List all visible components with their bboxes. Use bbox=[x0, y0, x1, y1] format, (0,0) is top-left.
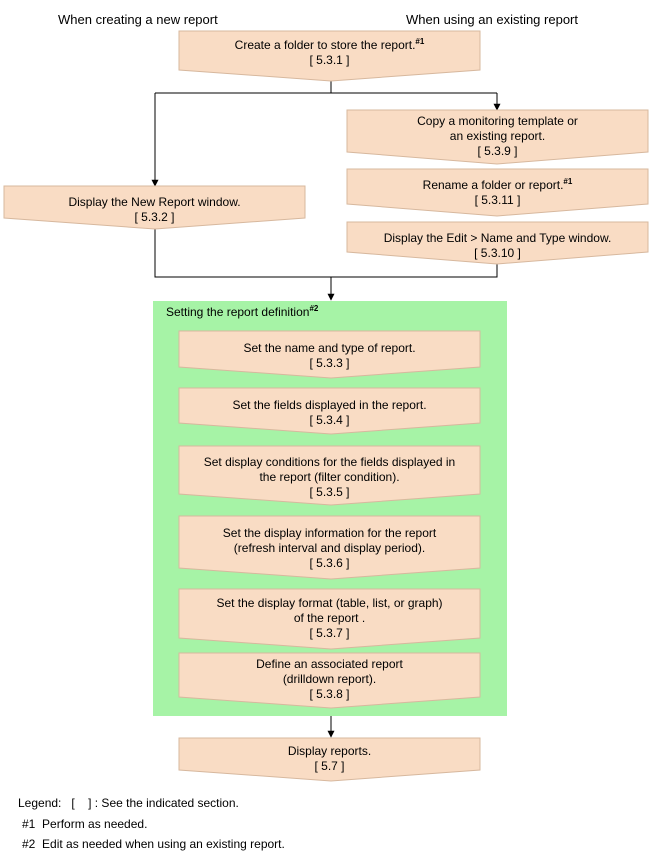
shape-set-name bbox=[178, 330, 481, 379]
group-title: Setting the report definition#2 bbox=[166, 304, 319, 320]
shape-copy-template bbox=[346, 109, 649, 165]
step-set-fields: Set the fields displayed in the report. … bbox=[232, 398, 427, 427]
step-copy-template: Copy a monitoring template or an existin… bbox=[417, 114, 578, 158]
step-display-reports: Display reports. [ 5.7 ] bbox=[287, 744, 372, 773]
header-new-report: When creating a new report bbox=[58, 12, 218, 27]
shape-create-folder bbox=[178, 30, 481, 82]
shape-set-info bbox=[178, 515, 481, 580]
step-set-conditions: Set display conditions for the fields di… bbox=[203, 455, 456, 499]
step-shapes bbox=[3, 30, 649, 782]
step-set-name: Set the name and type of report. [ 5.3.3… bbox=[243, 341, 416, 370]
shape-rename bbox=[346, 168, 649, 217]
step-define-assoc: Define an associated report (drilldown r… bbox=[256, 657, 403, 701]
shape-display-reports bbox=[178, 737, 481, 782]
legend-bracket-symbol: [ ] bbox=[71, 796, 92, 810]
step-create-folder: Create a folder to store the report.#1 [… bbox=[234, 37, 425, 68]
shape-define-assoc bbox=[178, 652, 481, 709]
legend-line: Legend: [ ] : See the indicated section. bbox=[18, 796, 239, 810]
step-rename: Rename a folder or report.#1 [ 5.3.11 ] bbox=[422, 177, 573, 208]
shape-set-format bbox=[178, 588, 481, 650]
legend-note-2: #2 Edit as needed when using an existing… bbox=[22, 837, 285, 851]
shape-edit-window bbox=[346, 221, 649, 265]
shape-set-fields bbox=[178, 387, 481, 435]
step-set-info: Set the display information for the repo… bbox=[222, 526, 437, 570]
legend-bracket-desc: : See the indicated section. bbox=[94, 796, 239, 810]
connector-top bbox=[155, 80, 497, 94]
shape-set-conditions bbox=[178, 445, 481, 506]
step-set-format: Set the display format (table, list, or … bbox=[216, 596, 443, 640]
legend-note-1: #1 Perform as needed. bbox=[22, 817, 148, 831]
header-existing-report: When using an existing report bbox=[406, 12, 578, 27]
shape-new-report bbox=[3, 185, 306, 230]
connector-lines bbox=[151, 80, 501, 738]
legend-title: Legend: bbox=[18, 796, 62, 810]
step-edit-window: Display the Edit > Name and Type window.… bbox=[383, 231, 612, 260]
step-new-report: Display the New Report window. [ 5.3.2 ] bbox=[68, 195, 241, 224]
